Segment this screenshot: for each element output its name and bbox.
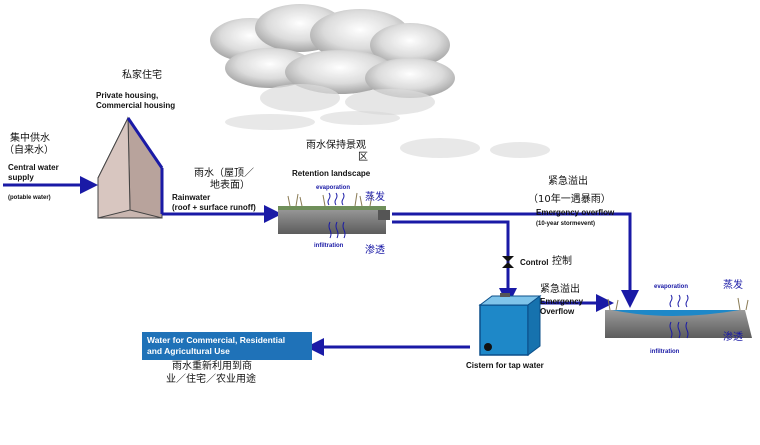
basin-right-infiltration-en: infiltration	[650, 349, 680, 355]
rainwater-label-cn-2: 地表面）	[210, 180, 250, 191]
housing-label-en-1: Private housing,	[96, 91, 159, 100]
housing-label-cn: 私家住宅	[122, 70, 162, 81]
overflow-top-label-en: Emergency overflow	[536, 208, 615, 217]
retention-evaporation-en: evaporation	[316, 185, 351, 191]
overflow-top-label-cn-1: 紧急溢出	[548, 176, 588, 187]
retention-infiltration-en: infiltration	[314, 243, 344, 249]
rainwater-label-cn-1: 雨水（屋顶／	[194, 168, 254, 179]
overflow-top-note: (10-year stormevent)	[536, 221, 596, 227]
retention-infiltration-cn: 渗透	[365, 245, 385, 256]
reuse-box-line-2: and Agricultural Use	[147, 346, 230, 356]
basin-right-evaporation-en: evaporation	[654, 284, 689, 290]
reuse-box-line-1: Water for Commercial, Residential	[147, 335, 286, 345]
house	[97, 116, 164, 219]
supply-note: (potable water)	[8, 195, 51, 201]
housing-label-en-2: Commercial housing	[96, 101, 176, 110]
overflow-mid-label-en-2: Overflow	[540, 307, 575, 316]
overflow-top-pipe	[392, 212, 639, 308]
retention-label-en: Retention landscape	[292, 169, 371, 178]
retention-evaporation-cn: 蒸发	[365, 192, 385, 203]
reuse-label-cn-2: 业／住宅／农业用途	[166, 374, 256, 385]
basin-right-infiltration-cn: 渗透	[723, 332, 743, 343]
infiltration-arrows-right	[669, 321, 689, 339]
pipes	[3, 176, 639, 356]
retention-label-cn-1: 雨水保持景观	[306, 140, 366, 151]
retention-landscape	[278, 192, 390, 234]
control-label-en: Control	[520, 258, 549, 267]
rainwater-label-en-2: (roof + surface runoff)	[172, 203, 256, 212]
evaporation-arrows-right	[669, 294, 689, 308]
evaporation-arrows-left	[327, 192, 345, 206]
overflow-mid-label-cn: 紧急溢出	[540, 284, 580, 295]
cistern-feed-pipe	[392, 220, 517, 306]
supply-label-en-2: supply	[8, 173, 34, 182]
overflow-mid-label-en-1: Emergency	[540, 297, 584, 306]
control-valve-icon	[502, 256, 514, 268]
supply-label-cn-2: （自来水）	[4, 145, 54, 156]
rainwater-label-en-1: Rainwater	[172, 193, 211, 202]
infiltration-arrows-left	[328, 221, 346, 239]
overflow-top-label-cn-2: （10年一遇暴雨）	[528, 194, 611, 205]
cistern-label: Cistern for tap water	[466, 361, 544, 370]
cloud	[210, 4, 455, 115]
supply-label-cn-1: 集中供水	[10, 133, 50, 144]
supply-label-en-1: Central water	[8, 163, 59, 172]
basin-right-evaporation-cn: 蒸发	[723, 280, 743, 291]
retention-label-cn-2: 区	[358, 152, 368, 163]
reuse-label-cn-1: 雨水重新利用到商	[172, 361, 252, 372]
reuse-box: Water for Commercial, Residential and Ag…	[142, 332, 312, 360]
control-label-cn: 控制	[552, 256, 572, 267]
rain-haze	[225, 111, 550, 158]
cistern	[478, 293, 542, 356]
